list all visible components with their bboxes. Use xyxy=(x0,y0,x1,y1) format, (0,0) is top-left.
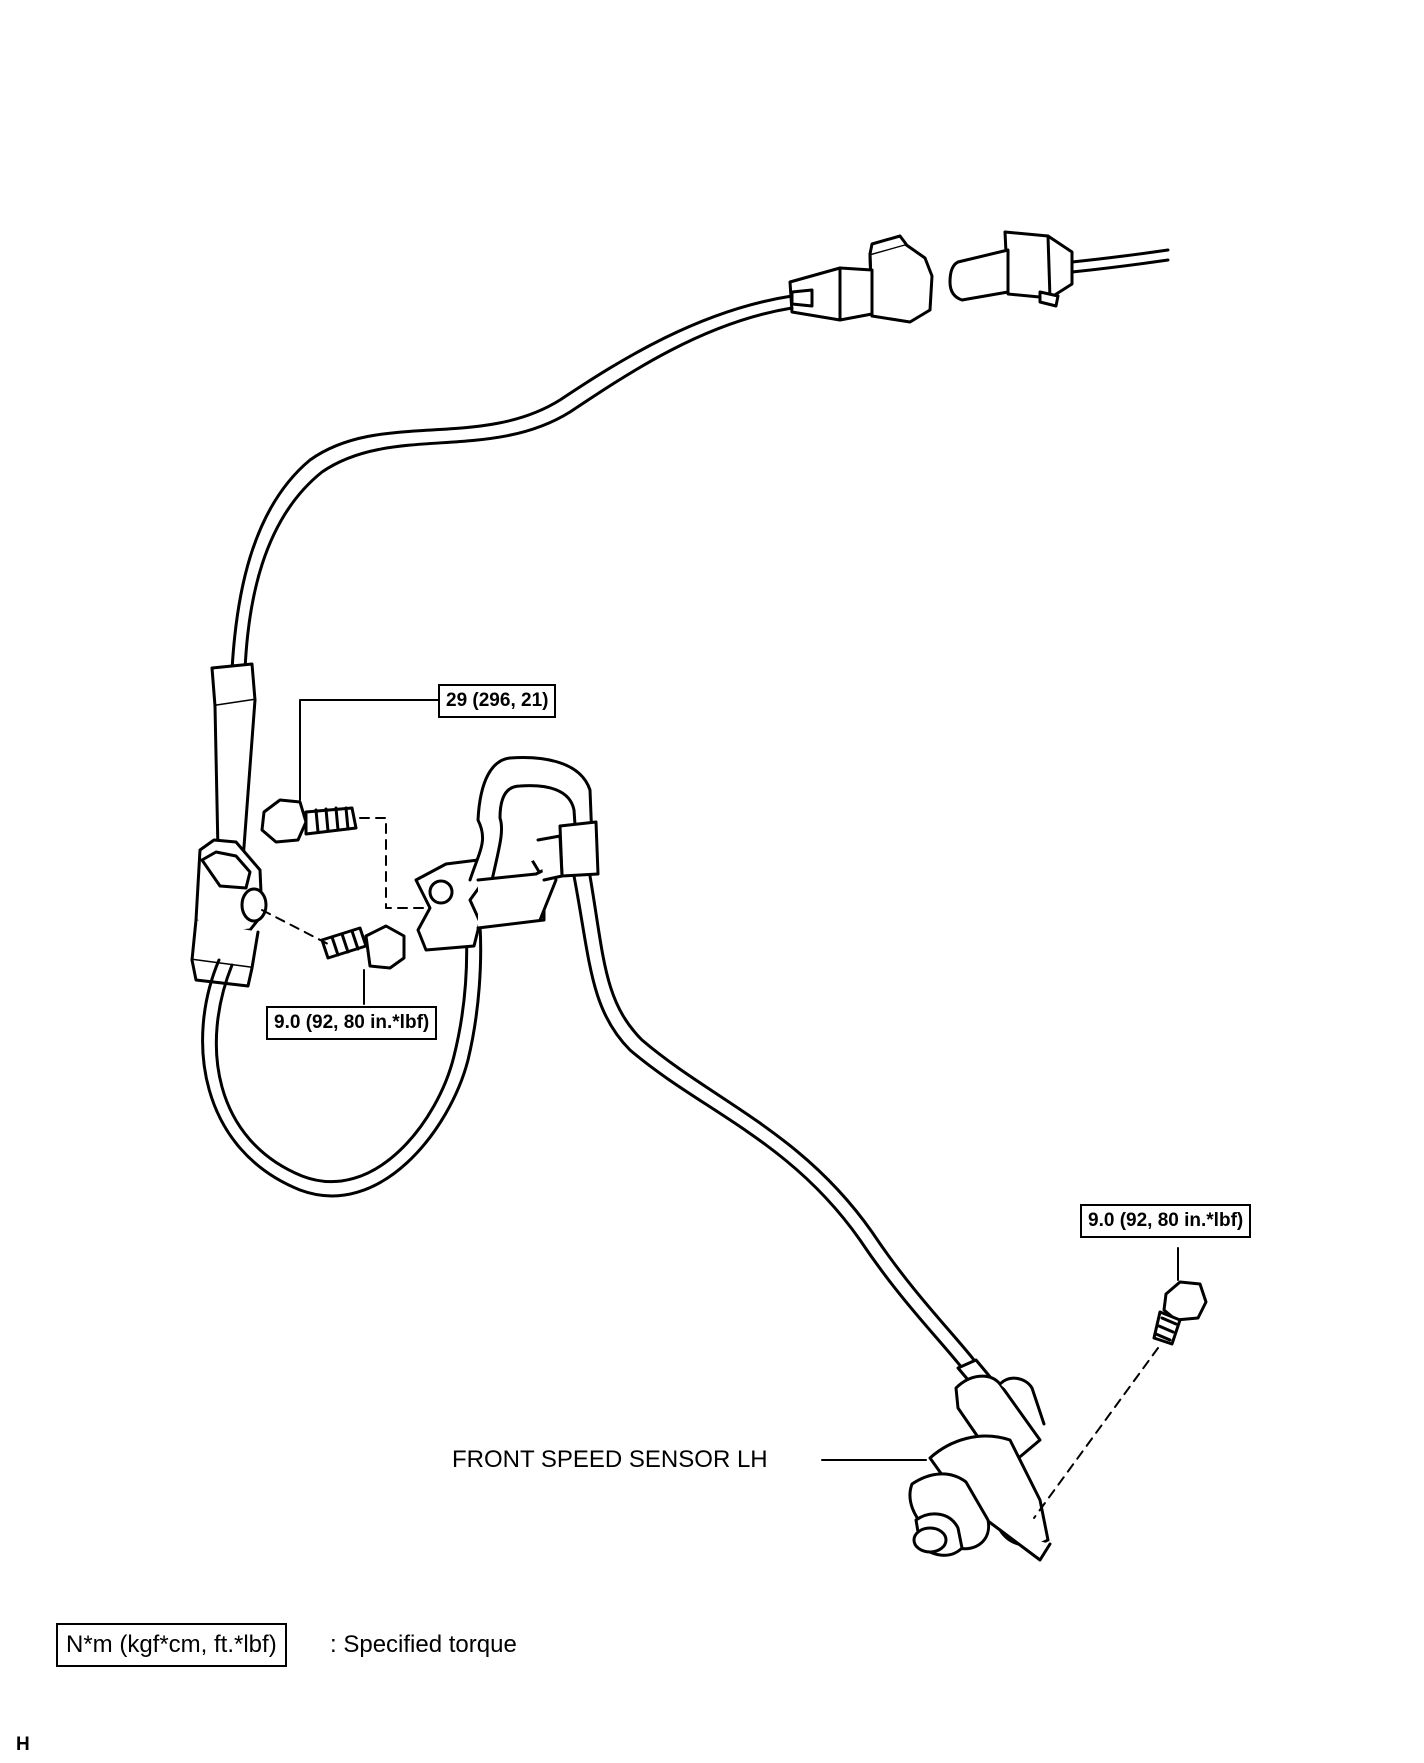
bracket-bolt-lower xyxy=(320,924,406,970)
front-speed-sensor-label: FRONT SPEED SENSOR LH xyxy=(452,1446,768,1473)
page-mark: H xyxy=(16,1734,30,1755)
sensor-bolt xyxy=(1152,1280,1208,1346)
vehicle-side-connector xyxy=(948,230,1074,308)
leader-lines xyxy=(299,699,1179,1461)
torque-callout-bracket-bolt-lower: 9.0 (92, 80 in.*lbf) xyxy=(266,1006,438,1040)
torque-callout-sensor-bolt: 9.0 (92, 80 in.*lbf) xyxy=(1080,1204,1252,1238)
legend-description: : Specified torque xyxy=(330,1631,517,1658)
sensor-harness-upper xyxy=(230,294,794,672)
torque-callout-bracket-bolt-upper: 29 (296, 21) xyxy=(438,684,557,718)
legend-torque-unit-box: N*m (kgf*cm, ft.*lbf) xyxy=(56,1623,287,1667)
harness-bracket-left xyxy=(190,838,268,988)
front-speed-sensor-body xyxy=(908,1358,1052,1562)
sensor-side-connector xyxy=(788,234,934,324)
sensor-harness-lower xyxy=(572,874,976,1370)
mounting-lines xyxy=(261,817,1159,1519)
vehicle-harness-wire xyxy=(1070,248,1170,274)
bracket-bolt-upper xyxy=(260,798,358,844)
harness-bracket-right xyxy=(414,756,600,952)
sensor-harness-loop xyxy=(201,923,483,1198)
